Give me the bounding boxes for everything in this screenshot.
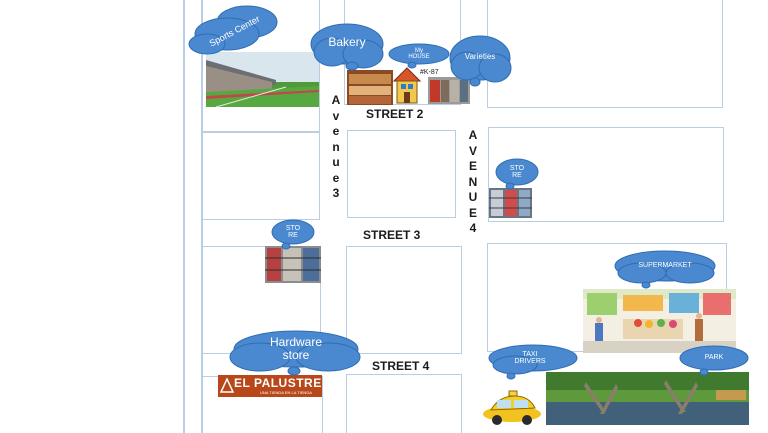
el-palustre-tagline: UNA TIENDA EN LA TIENDA (260, 390, 312, 395)
store-left-cloud: STO RE (270, 219, 316, 250)
map-border-left-inner (201, 0, 203, 433)
block-lower-center (346, 246, 462, 354)
store-left-label: STO RE (285, 224, 301, 239)
bakery-picture (347, 70, 393, 105)
my-house-cloud: My HOUSE (388, 43, 450, 69)
supermarket-picture (583, 289, 736, 353)
hardware-store-label: Hardware store (269, 335, 323, 362)
block-top-right (487, 0, 723, 108)
street-2-label: STREET 2 (366, 107, 424, 121)
el-palustre-text: EL PALUSTRE (234, 376, 322, 390)
house-icon (393, 67, 421, 104)
sports-center-cloud: Sports Center (187, 4, 283, 60)
street-4-label: STREET 4 (372, 359, 430, 373)
varieties-cloud: Varieties (447, 32, 513, 88)
park-label: PARK (704, 354, 724, 362)
varieties-picture (428, 77, 470, 104)
park-picture (546, 372, 749, 425)
taxi-drivers-label: TAXI DRIVERS (514, 350, 546, 365)
supermarket-cloud: SUPERMARKET (612, 249, 718, 289)
bakery-cloud: Bakery (307, 20, 387, 72)
el-palustre-logo: EL PALUSTRE UNA TIENDA EN LA TIENDA (218, 375, 322, 397)
taxi-picture (481, 382, 543, 426)
map-border-left (183, 0, 185, 433)
house-number: #K-87 (420, 69, 439, 76)
taxi-drivers-cloud: TAXI DRIVERS (487, 343, 579, 380)
sports-center-picture (206, 52, 319, 107)
store-right-picture (489, 188, 532, 218)
supermarket-label: SUPERMARKET (638, 262, 692, 270)
my-house-label: My HOUSE (408, 47, 430, 60)
avenue-4-label: A V E N U E 4 (468, 128, 478, 235)
street-3-label: STREET 3 (363, 228, 421, 242)
park-cloud: PARK (678, 345, 750, 376)
varieties-label: Varieties (464, 51, 496, 61)
bakery-label: Bakery (328, 34, 366, 49)
hardware-store-cloud: Hardware store (228, 327, 364, 377)
block-center (347, 130, 456, 218)
store-right-cloud: STO RE (494, 158, 540, 190)
store-right-label: STO RE (509, 164, 525, 179)
store-left-picture (265, 246, 321, 283)
avenue-3-label: A v e n u e 3 (331, 93, 341, 200)
block-mid-left (203, 132, 320, 220)
block-bottom-center (346, 374, 462, 433)
